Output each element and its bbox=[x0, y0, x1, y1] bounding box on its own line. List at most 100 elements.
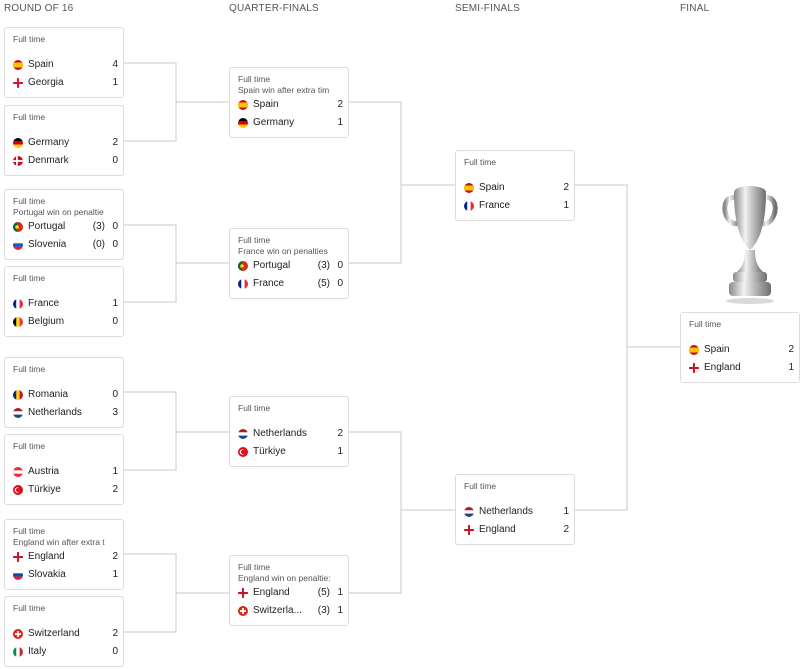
team-score: 0 bbox=[337, 260, 343, 271]
team-row-switzerland: Switzerla... (3) 1 bbox=[238, 604, 344, 618]
match-card-round-of-16-3[interactable]: Full time Portugal win on penaltie Portu… bbox=[4, 189, 124, 260]
team-score: 1 bbox=[112, 298, 118, 309]
match-card-semi-final-1[interactable]: Full time Spain 2 France 1 bbox=[455, 150, 575, 221]
team-row-italy: Italy 0 bbox=[13, 645, 119, 659]
match-card-quarter-final-2[interactable]: Full time France win on penalties Portug… bbox=[229, 228, 349, 299]
round-title-round-of-16: ROUND OF 16 bbox=[4, 3, 74, 14]
team-score: 1 bbox=[337, 117, 343, 128]
team-row-denmark: Denmark 0 bbox=[13, 154, 119, 168]
slovenia-flag-icon bbox=[13, 240, 23, 250]
match-status: Full time bbox=[13, 112, 46, 122]
team-name: Switzerland bbox=[28, 628, 80, 639]
switzerland-flag-icon bbox=[13, 629, 23, 639]
match-note: England win on penaltie: bbox=[238, 573, 331, 583]
team-name: England bbox=[28, 551, 65, 562]
team-score: 2 bbox=[112, 628, 118, 639]
team-score: 2 bbox=[788, 344, 794, 355]
netherlands-flag-icon bbox=[13, 408, 23, 418]
team-row-austria: Austria 1 bbox=[13, 465, 119, 479]
slovakia-flag-icon bbox=[13, 570, 23, 580]
team-name: Slovakia bbox=[28, 569, 66, 580]
match-card-round-of-16-7[interactable]: Full time England win after extra t Engl… bbox=[4, 519, 124, 590]
team-score: 0 bbox=[112, 646, 118, 657]
england-flag-icon bbox=[238, 588, 248, 598]
team-row-england: England 1 bbox=[689, 361, 795, 375]
team-row-spain: Spain 2 bbox=[464, 181, 570, 195]
team-row-spain: Spain 4 bbox=[13, 58, 119, 72]
round-title-quarter-finals: QUARTER-FINALS bbox=[229, 3, 319, 14]
team-name: Denmark bbox=[28, 155, 69, 166]
denmark-flag-icon bbox=[13, 156, 23, 166]
match-card-quarter-final-1[interactable]: Full time Spain win after extra tim Spai… bbox=[229, 67, 349, 138]
team-name: Netherlands bbox=[253, 428, 307, 439]
team-name: Spain bbox=[253, 99, 279, 110]
match-card-final[interactable]: Full time Spain 2 England 1 bbox=[680, 312, 800, 383]
team-score: 1 bbox=[112, 466, 118, 477]
team-score: 1 bbox=[563, 200, 569, 211]
match-card-semi-final-2[interactable]: Full time Netherlands 1 England 2 bbox=[455, 474, 575, 545]
team-score: 2 bbox=[337, 428, 343, 439]
match-status: Full time bbox=[13, 526, 46, 536]
team-row-england: England (5) 1 bbox=[238, 586, 344, 600]
team-score: 1 bbox=[112, 569, 118, 580]
team-name: Austria bbox=[28, 466, 60, 477]
match-card-quarter-final-4[interactable]: Full time England win on penaltie: Engla… bbox=[229, 555, 349, 626]
match-note: France win on penalties bbox=[238, 246, 328, 256]
match-status: Full time bbox=[13, 364, 46, 374]
match-card-round-of-16-2[interactable]: Full time Germany 2 Denmark 0 bbox=[4, 105, 124, 176]
match-note: Spain win after extra tim bbox=[238, 85, 330, 95]
penalty-score: (3) bbox=[317, 605, 330, 616]
team-score: 0 bbox=[112, 221, 118, 232]
germany-flag-icon bbox=[13, 138, 23, 148]
team-name: Switzerla... bbox=[253, 605, 302, 616]
team-score: 4 bbox=[112, 59, 118, 70]
netherlands-flag-icon bbox=[464, 507, 474, 517]
portugal-flag-icon bbox=[13, 222, 23, 232]
team-row-england: England 2 bbox=[13, 550, 119, 564]
team-row-england: England 2 bbox=[464, 523, 570, 537]
team-row-georgia: Georgia 1 bbox=[13, 76, 119, 90]
team-score: 1 bbox=[337, 605, 343, 616]
switzerland-flag-icon bbox=[238, 606, 248, 616]
team-score: 0 bbox=[112, 316, 118, 327]
team-row-spain: Spain 2 bbox=[238, 98, 344, 112]
team-score: 2 bbox=[563, 182, 569, 193]
team-name: Belgium bbox=[28, 316, 65, 327]
match-status: Full time bbox=[689, 319, 722, 329]
team-row-france: France 1 bbox=[13, 297, 119, 311]
team-score: 1 bbox=[788, 362, 794, 373]
team-row-belgium: Belgium 0 bbox=[13, 315, 119, 329]
match-card-round-of-16-5[interactable]: Full time Romania 0 Netherlands 3 bbox=[4, 357, 124, 428]
match-card-round-of-16-1[interactable]: Full time Spain 4 Georgia 1 bbox=[4, 27, 124, 98]
spain-flag-icon bbox=[238, 100, 248, 110]
match-status: Full time bbox=[238, 562, 271, 572]
team-name: Türkiye bbox=[253, 446, 286, 457]
trophy-icon bbox=[722, 186, 778, 304]
match-card-round-of-16-4[interactable]: Full time France 1 Belgium 0 bbox=[4, 266, 124, 337]
team-score: 1 bbox=[337, 446, 343, 457]
team-row-germany: Germany 1 bbox=[238, 116, 344, 130]
germany-flag-icon bbox=[238, 118, 248, 128]
team-name: Germany bbox=[253, 117, 295, 128]
england-flag-icon bbox=[464, 525, 474, 535]
team-row-switzerland: Switzerland 2 bbox=[13, 627, 119, 641]
match-card-quarter-final-3[interactable]: Full time Netherlands 2 Türkiye 1 bbox=[229, 396, 349, 467]
team-row-romania: Romania 0 bbox=[13, 388, 119, 402]
round-title-semi-finals: SEMI-FINALS bbox=[455, 3, 520, 14]
turkiye-flag-icon bbox=[13, 485, 23, 495]
match-card-round-of-16-8[interactable]: Full time Switzerland 2 Italy 0 bbox=[4, 596, 124, 667]
team-name: Portugal bbox=[253, 260, 291, 271]
penalty-score: (5) bbox=[317, 278, 330, 289]
match-card-round-of-16-6[interactable]: Full time Austria 1 Türkiye 2 bbox=[4, 434, 124, 505]
team-name: France bbox=[253, 278, 285, 289]
netherlands-flag-icon bbox=[238, 429, 248, 439]
penalty-score: (5) bbox=[317, 587, 330, 598]
team-row-turkiye: Türkiye 1 bbox=[238, 445, 344, 459]
team-name: Netherlands bbox=[28, 407, 82, 418]
team-row-slovakia: Slovakia 1 bbox=[13, 568, 119, 582]
france-flag-icon bbox=[238, 279, 248, 289]
penalty-score: (0) bbox=[92, 239, 105, 250]
team-score: 2 bbox=[112, 551, 118, 562]
team-name: France bbox=[479, 200, 511, 211]
